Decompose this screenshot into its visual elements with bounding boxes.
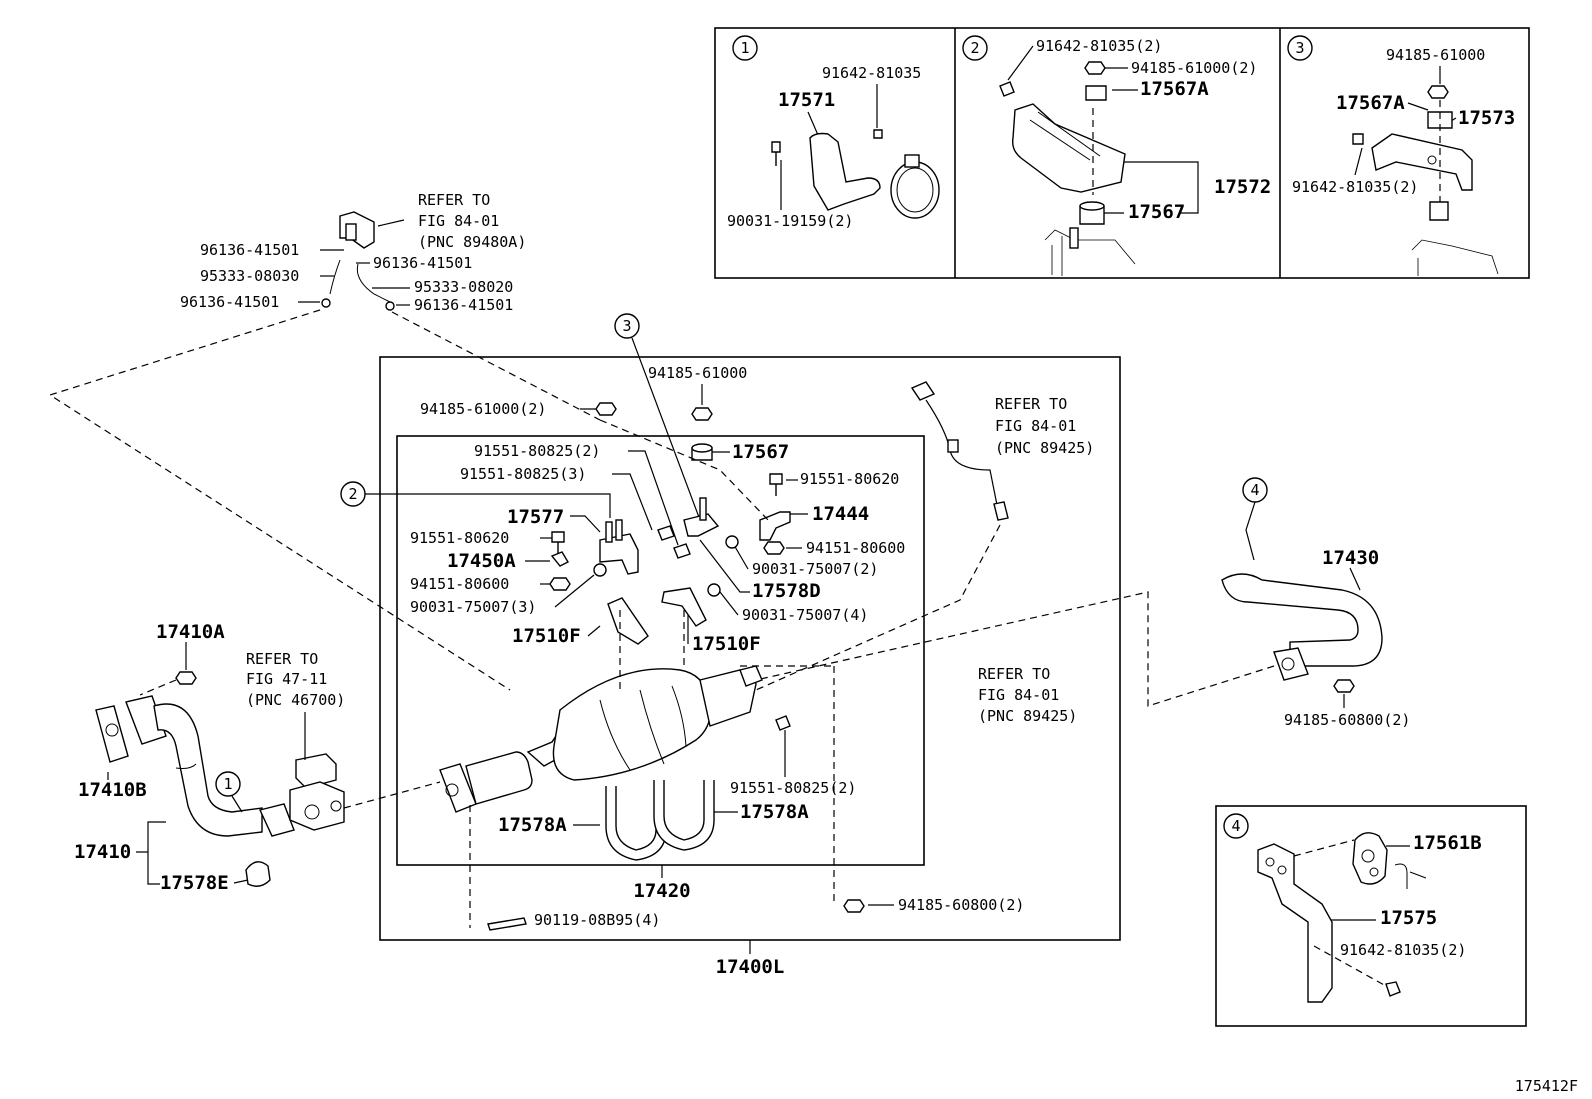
label-17577: 17577 [507, 506, 564, 528]
refer-right-bottom-line3: (PNC 89425) [978, 707, 1077, 725]
inset-1: 1 91642-81035 17571 90031-19159(2) [727, 35, 940, 230]
label-17444: 17444 [812, 503, 869, 525]
figure-code: 175412F [1515, 1077, 1578, 1095]
label-94185-61000: 94185-61000 [648, 364, 747, 382]
refer-right-top-line1: REFER TO [995, 395, 1067, 413]
label-17578A-a: 17578A [498, 814, 567, 836]
inset-3: 3 94185-61000 17567A 17573 91642-81035(2… [1287, 35, 1515, 276]
label-94185-61000-inset2: 94185-61000(2) [1131, 59, 1257, 77]
inset-4-index: 4 [1231, 817, 1240, 835]
label-96136-41501-d: 96136-41501 [414, 296, 513, 314]
callout-3: 3 [622, 317, 631, 335]
label-17410A: 17410A [156, 621, 225, 643]
refer-top-line2: FIG 84-01 [418, 212, 499, 230]
left-front-pipe: 17410A 17410B 1 17410 17578E [74, 621, 441, 894]
label-17410: 17410 [74, 841, 131, 863]
label-90031-75007-2: 90031-75007(2) [752, 560, 878, 578]
refer-blocks: REFER TO FIG 84-01 (PNC 89480A) REFER TO… [246, 191, 1094, 725]
label-91642-81035-inset1: 91642-81035 [822, 64, 921, 82]
inset-3-index: 3 [1295, 39, 1304, 57]
label-91551-80620-b: 91551-80620 [410, 529, 509, 547]
main-parts-drawings [439, 381, 1009, 928]
inset-2: 2 91642-81035(2) 94185-61000(2) 17567A 1… [962, 35, 1271, 276]
label-91642-81035-inset2: 91642-81035(2) [1036, 37, 1162, 55]
label-94185-60800-a: 94185-60800(2) [898, 896, 1024, 914]
label-17578E: 17578E [160, 872, 229, 894]
label-90119-08B95: 90119-08B95(4) [534, 911, 660, 929]
refer-egr-line1: REFER TO [246, 650, 318, 668]
label-96136-41501-a: 96136-41501 [200, 241, 299, 259]
refer-egr-line2: FIG 47-11 [246, 670, 327, 688]
label-17567A-inset3: 17567A [1336, 92, 1405, 114]
refer-right-top-line2: FIG 84-01 [995, 417, 1076, 435]
main-labels: 94185-61000(2) 94185-61000 17567 91551-8… [410, 364, 1024, 931]
label-94185-61000-2: 94185-61000(2) [420, 400, 546, 418]
inset-2-index: 2 [970, 39, 979, 57]
inset-1-index: 1 [740, 39, 749, 57]
label-91551-80825-3: 91551-80825(3) [460, 465, 586, 483]
refer-top-line3: (PNC 89480A) [418, 233, 526, 251]
label-17420: 17420 [633, 880, 690, 902]
label-17572: 17572 [1214, 176, 1271, 198]
label-17510F-a: 17510F [512, 625, 581, 647]
refer-right-bottom-line1: REFER TO [978, 665, 1050, 683]
label-91642-81035-inset4: 91642-81035(2) [1340, 941, 1466, 959]
inset-panel-top [714, 27, 1530, 279]
vacuum-hose-group: 96136-41501 96136-41501 95333-08030 9533… [48, 211, 601, 691]
label-94185-60800-b: 94185-60800(2) [1284, 711, 1410, 729]
label-17575: 17575 [1380, 907, 1437, 929]
label-90031-75007-4: 90031-75007(4) [742, 606, 868, 624]
label-91551-80825-2: 91551-80825(2) [474, 442, 600, 460]
label-17573: 17573 [1458, 107, 1515, 129]
label-94185-61000-inset3: 94185-61000 [1386, 46, 1485, 64]
main-assembly-box: 17400L 17420 [379, 356, 1121, 978]
label-17571: 17571 [778, 89, 835, 111]
label-17430: 17430 [1322, 547, 1379, 569]
inset-4: 4 17561B 17575 91642-81035(2) [1215, 805, 1527, 1027]
label-94151-80600-a: 94151-80600 [806, 539, 905, 557]
label-17578A-b: 17578A [740, 801, 809, 823]
label-17567-inset2: 17567 [1128, 201, 1185, 223]
label-17510F-b: 17510F [692, 633, 761, 655]
label-17567A-inset2: 17567A [1140, 78, 1209, 100]
callouts-main: 3 2 [340, 313, 701, 521]
label-91642-81035-inset3: 91642-81035(2) [1292, 178, 1418, 196]
refer-right-bottom-line2: FIG 84-01 [978, 686, 1059, 704]
label-17400L: 17400L [716, 956, 785, 978]
label-17567: 17567 [732, 441, 789, 463]
label-90031-19159: 90031-19159(2) [727, 212, 853, 230]
label-17410B: 17410B [78, 779, 147, 801]
callout-2: 2 [348, 485, 357, 503]
callout-4: 4 [1250, 481, 1259, 499]
refer-egr-line3: (PNC 46700) [246, 691, 345, 709]
label-96136-41501-c: 96136-41501 [180, 293, 279, 311]
label-17561B: 17561B [1413, 832, 1482, 854]
label-94151-80600-b: 94151-80600 [410, 575, 509, 593]
label-96136-41501-b: 96136-41501 [373, 254, 472, 272]
refer-top-line1: REFER TO [418, 191, 490, 209]
label-17450A: 17450A [447, 550, 516, 572]
label-17578D: 17578D [752, 580, 821, 602]
label-95333-08030: 95333-08030 [200, 267, 299, 285]
callout-1: 1 [223, 775, 232, 793]
refer-right-top-line3: (PNC 89425) [995, 439, 1094, 457]
right-tail-pipe: 4 17430 94185-60800(2) [755, 477, 1410, 729]
label-90031-75007-3: 90031-75007(3) [410, 598, 536, 616]
label-95333-08020: 95333-08020 [414, 278, 513, 296]
label-91551-80620-a: 91551-80620 [800, 470, 899, 488]
label-91551-80825-2b: 91551-80825(2) [730, 779, 856, 797]
